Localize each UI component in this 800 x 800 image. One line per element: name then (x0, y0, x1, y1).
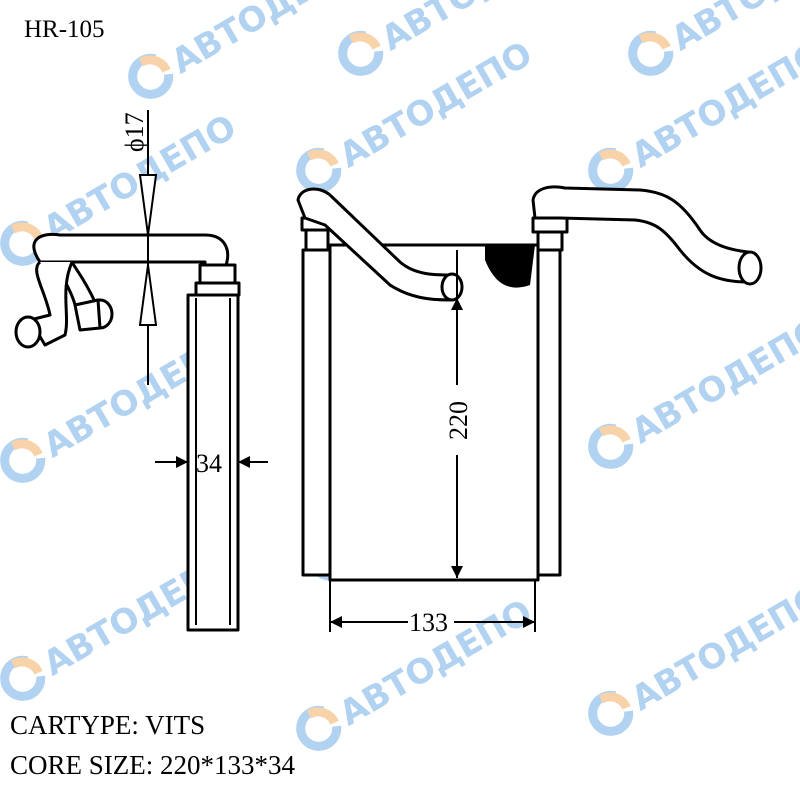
car-type-label: CARTYPE: VITS (10, 710, 206, 740)
watermark-text: АВТОДЕПО (333, 34, 539, 176)
watermark-text: АВТОДЕПО (625, 310, 800, 452)
height-label: 220 (444, 401, 473, 440)
watermark-logo: АВТОДЕПО (126, 0, 371, 104)
watermark-logo: АВТОДЕПО (586, 34, 800, 199)
watermark-logo-icon (0, 436, 46, 485)
watermark-logo: АВТОДЕПО (294, 34, 539, 199)
watermark-text: АВТОДЕПО (625, 577, 800, 719)
part-number-title: HR-105 (24, 16, 105, 43)
watermark-logo-icon (126, 52, 174, 101)
core-size-label: CORE SIZE: 220*133*34 (10, 750, 296, 780)
watermark-logo-icon (336, 29, 384, 78)
side-view: ϕ17 34 (14, 110, 268, 632)
watermark-logo-icon (294, 704, 342, 753)
watermark-logo-icon (294, 146, 342, 195)
front-view: 220 133 (296, 185, 763, 637)
watermark-logo-icon (0, 654, 46, 703)
watermark-logo: АВТОДЕПО (586, 310, 800, 475)
watermark-logo-icon (586, 689, 634, 738)
watermark-text: АВТОДЕПО (165, 0, 371, 82)
watermark-logo-icon (586, 422, 634, 471)
width-label: 133 (409, 608, 448, 637)
watermark-logo-icon (626, 29, 674, 78)
watermark-text: АВТОДЕПО (625, 34, 800, 176)
depth-label: 34 (196, 449, 222, 478)
watermark-text: АВТОДЕПО (375, 0, 581, 59)
pipe-diameter-label: ϕ17 (120, 112, 149, 152)
watermark-text: АВТОДЕПО (665, 0, 800, 59)
watermark-logo: АВТОДЕПО (586, 577, 800, 742)
